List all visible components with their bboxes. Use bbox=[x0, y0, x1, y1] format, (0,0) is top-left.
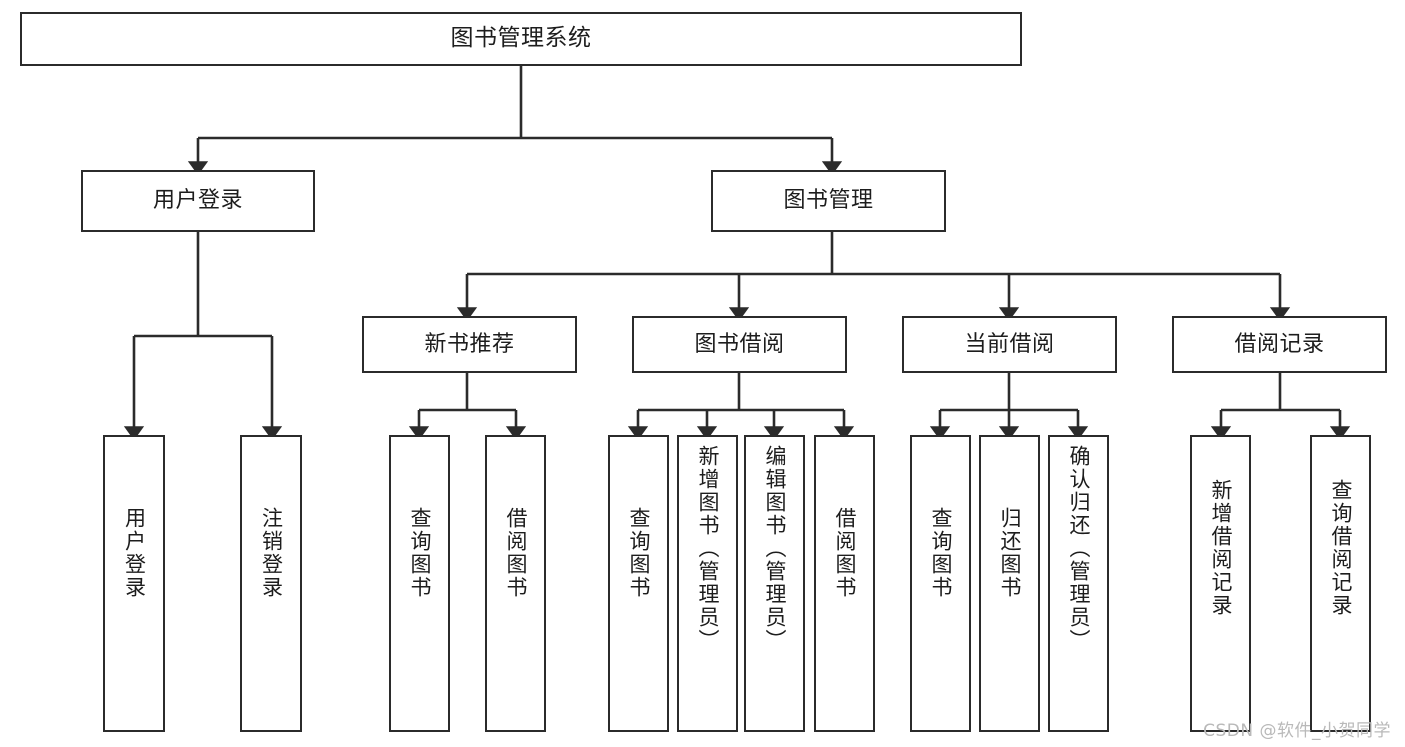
leaf-user-login[interactable]: 用户登录 bbox=[103, 435, 165, 732]
leaf-confirm-return-admin[interactable]: 确认归还（管理员） bbox=[1048, 435, 1109, 732]
node-label: 借阅记录 bbox=[1234, 331, 1325, 357]
leaf-query-books-current[interactable]: 查询图书 bbox=[910, 435, 971, 732]
leaf-edit-book-admin[interactable]: 编辑图书（管理员） bbox=[744, 435, 805, 732]
node-label: 查询图书 bbox=[929, 507, 953, 599]
node-label: 图书管理 bbox=[783, 188, 874, 214]
node-label: 用户登录 bbox=[152, 188, 243, 214]
node-book-management[interactable]: 图书管理 bbox=[711, 170, 946, 232]
node-book-borrow[interactable]: 图书借阅 bbox=[632, 316, 847, 373]
node-label: 注销登录 bbox=[259, 507, 284, 599]
node-label: 查询图书 bbox=[627, 507, 651, 599]
node-label: 新书推荐 bbox=[424, 331, 515, 357]
node-user-login[interactable]: 用户登录 bbox=[81, 170, 315, 232]
node-label: 新增借阅记录 bbox=[1209, 479, 1233, 617]
leaf-query-borrow-record[interactable]: 查询借阅记录 bbox=[1310, 435, 1371, 732]
node-label: 编辑图书（管理员） bbox=[763, 445, 787, 652]
node-new-book-recommendation[interactable]: 新书推荐 bbox=[362, 316, 577, 373]
node-label: 图书管理系统 bbox=[450, 25, 592, 52]
node-label: 用户登录 bbox=[122, 507, 147, 599]
node-current-borrow[interactable]: 当前借阅 bbox=[902, 316, 1117, 373]
node-label: 确认归还（管理员） bbox=[1067, 445, 1091, 652]
csdn-watermark: CSDN @软件_小贺同学 bbox=[1203, 721, 1391, 741]
leaf-query-books-newbook[interactable]: 查询图书 bbox=[389, 435, 450, 732]
leaf-query-books-borrow[interactable]: 查询图书 bbox=[608, 435, 669, 732]
node-label: 图书借阅 bbox=[694, 331, 785, 357]
leaf-borrow-books-borrow[interactable]: 借阅图书 bbox=[814, 435, 875, 732]
node-label: 归还图书 bbox=[998, 507, 1022, 599]
leaf-borrow-books-newbook[interactable]: 借阅图书 bbox=[485, 435, 546, 732]
leaf-add-borrow-record[interactable]: 新增借阅记录 bbox=[1190, 435, 1251, 732]
leaf-add-book-admin[interactable]: 新增图书（管理员） bbox=[677, 435, 738, 732]
node-label: 新增图书（管理员） bbox=[696, 445, 720, 652]
node-borrow-records[interactable]: 借阅记录 bbox=[1172, 316, 1387, 373]
node-label: 查询图书 bbox=[408, 507, 432, 599]
node-label: 查询借阅记录 bbox=[1329, 479, 1353, 617]
leaf-return-books[interactable]: 归还图书 bbox=[979, 435, 1040, 732]
node-root-system[interactable]: 图书管理系统 bbox=[20, 12, 1022, 66]
leaf-logout[interactable]: 注销登录 bbox=[240, 435, 302, 732]
node-label: 借阅图书 bbox=[504, 507, 528, 599]
node-label: 当前借阅 bbox=[964, 331, 1055, 357]
node-label: 借阅图书 bbox=[833, 507, 857, 599]
